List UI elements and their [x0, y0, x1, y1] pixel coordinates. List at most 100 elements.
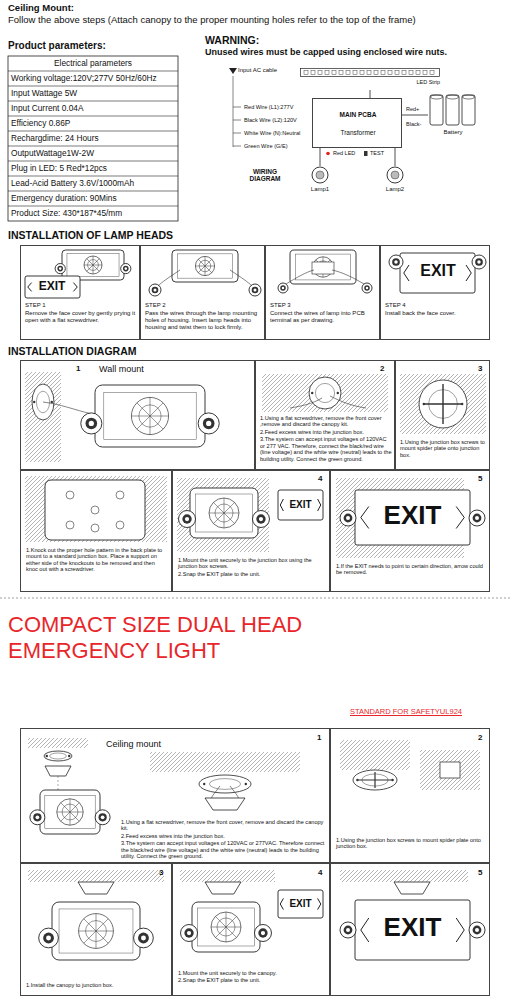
knockout: [91, 506, 99, 514]
text-label: Black-: [406, 121, 428, 127]
instruction-text: 1.Mount the unit securely to the canopy.: [178, 970, 326, 976]
lamp-lens: [182, 514, 191, 523]
lamp-reflector: [366, 287, 369, 290]
fan-spoke: [150, 416, 163, 429]
lamp-lens: [138, 933, 149, 944]
led-cell: [423, 71, 427, 75]
lamp-head: [198, 413, 219, 434]
panel-heading: 5: [478, 868, 488, 877]
housing-inner: [197, 908, 254, 946]
lamp-head: [254, 925, 271, 942]
wire-connector: [320, 148, 321, 166]
instruction-text: STEP 2: [145, 302, 262, 309]
lamp-lens: [203, 418, 215, 430]
hatched-surface: [340, 870, 468, 882]
lamp-reflector: [261, 931, 265, 935]
fan-spoke: [61, 812, 70, 821]
wire-connector: [395, 148, 396, 166]
hatched-surface: [180, 870, 275, 882]
hatched-surface: [420, 750, 480, 790]
fan-spoke: [70, 812, 83, 813]
fan-spoke: [61, 803, 70, 812]
panel-heading: Lamp2: [381, 186, 409, 193]
fan-spoke: [96, 931, 97, 948]
lamp-head: [81, 413, 102, 434]
led-cell: [374, 71, 378, 75]
housing-inner: [59, 909, 133, 953]
housing-inner: [104, 392, 196, 439]
led-cell: [381, 71, 385, 75]
fan-spoke: [93, 265, 102, 266]
fan-spoke: [224, 502, 235, 513]
exit-plate: [278, 890, 323, 918]
panel-heading: Lamp1: [306, 186, 334, 193]
wire-connector: [402, 115, 428, 116]
panel-heading: 4: [318, 474, 328, 483]
chevron: [361, 507, 369, 529]
title: COMPACT SIZE DUAL HEAD EMERGENCY LIGHT: [8, 612, 378, 665]
housing: [190, 488, 258, 538]
text-label: EXIT: [375, 502, 450, 528]
canopy: [205, 882, 241, 894]
instruction-text: STEP 3: [270, 302, 377, 309]
fan-spoke: [211, 927, 226, 928]
input-marker: [229, 68, 237, 74]
junction-box-inner: [209, 779, 240, 790]
fan-spoke: [96, 919, 108, 931]
screw-hole: [311, 392, 313, 394]
panel-box: STEP 3Connect the wires of lamp into PCB…: [265, 245, 380, 340]
fan-spoke: [131, 416, 150, 417]
table-rule: [8, 71, 178, 72]
panel-body: 1.Knock out the proper hole pattern in t…: [26, 547, 168, 574]
text-label: TEST: [370, 150, 392, 156]
pcb-terminal: [312, 262, 334, 274]
table-cell: Plug in LED: 5 Red*12pcs: [11, 164, 175, 174]
screw-hole: [33, 401, 35, 403]
panel-body: 1.Install the canopy to junction box.: [26, 982, 168, 989]
panel-box: 1.Mount the unit securely to the junctio…: [172, 470, 330, 592]
battery-cell: [430, 95, 443, 125]
hatched-surface: [25, 476, 167, 542]
lamp-reflector: [475, 516, 479, 520]
battery-cap: [431, 95, 443, 99]
led-cell: [346, 71, 350, 75]
fan-spoke: [84, 919, 96, 931]
fan-guard: [211, 912, 241, 942]
fan-guard: [84, 256, 102, 274]
lamp-reflector: [89, 421, 94, 426]
parameter-table: [8, 56, 178, 221]
table-rule: [8, 191, 178, 192]
panel-heading: Ceiling mount: [106, 739, 176, 749]
instruction-text: Remove the face cover by gently prying i…: [25, 310, 137, 324]
fan-spoke: [198, 259, 205, 266]
fan-spoke: [87, 259, 93, 265]
text-label: Red Wire (L1):277V: [244, 104, 310, 110]
text-label: Unused wires must be capped using enclos…: [205, 47, 510, 57]
lamp-head: [179, 511, 196, 528]
instruction-text: 1.Using the junction box screws to mount…: [336, 837, 486, 850]
lamp-lens: [86, 418, 98, 430]
housing-inner: [177, 254, 232, 278]
lamp-reflector: [259, 517, 263, 521]
led-cell: [402, 71, 406, 75]
hatched-surface: [28, 870, 164, 882]
fan-spoke: [205, 256, 206, 266]
lamp-head: [39, 928, 59, 948]
fan-spoke: [224, 513, 235, 524]
lamp-lens: [473, 926, 482, 935]
lamp-shape: [381, 166, 409, 184]
hatched-surface: [25, 372, 61, 462]
panel-box: 1.Using a flat screwdriver, remove the f…: [255, 360, 395, 470]
wire: [290, 398, 322, 408]
text-label: Follow the above steps (Attach canopy to…: [8, 15, 508, 26]
instruction-text: 1.Using a flat screwdriver, remove the f…: [260, 415, 392, 428]
hatched-surface: [262, 374, 388, 412]
fan-spoke: [87, 265, 93, 271]
fan-spoke: [57, 812, 70, 813]
canopy: [205, 798, 245, 810]
fan-spoke: [195, 266, 205, 267]
canopy: [45, 766, 71, 776]
fan-guard: [195, 256, 214, 275]
table-rule: [8, 206, 178, 207]
